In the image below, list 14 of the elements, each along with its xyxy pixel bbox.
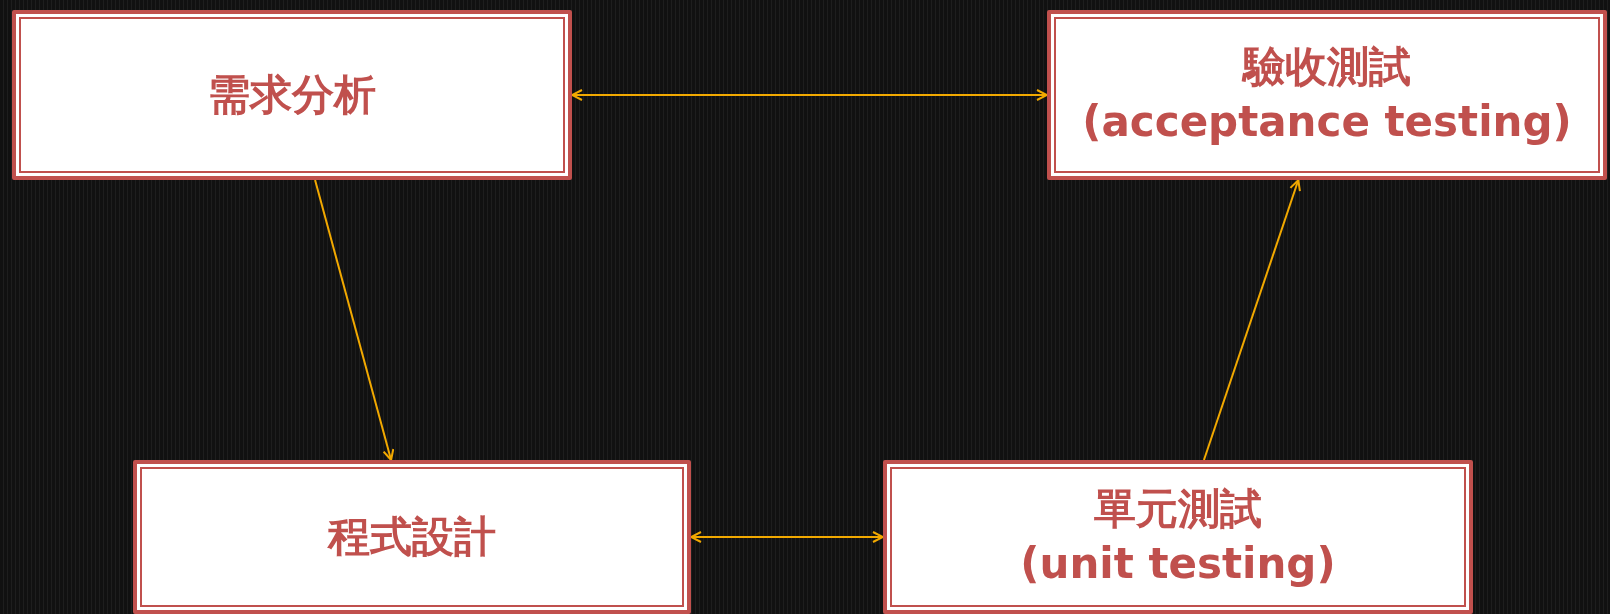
arrow	[1202, 179, 1301, 461]
stage-title: 程式設計	[328, 510, 496, 563]
stage-subtitle: (unit testing)	[1020, 538, 1336, 590]
process-box	[883, 460, 1473, 614]
process-box	[1047, 10, 1607, 180]
arrow	[571, 89, 1048, 101]
stage-subtitle: (acceptance testing)	[1082, 96, 1572, 148]
process-box	[133, 460, 691, 614]
process-box	[12, 10, 572, 180]
stage-title: 需求分析	[208, 68, 376, 121]
arrow	[690, 531, 884, 543]
stage-title: 驗收測試	[1243, 41, 1411, 94]
stage-title: 單元測試	[1094, 483, 1262, 536]
arrow	[314, 179, 395, 461]
